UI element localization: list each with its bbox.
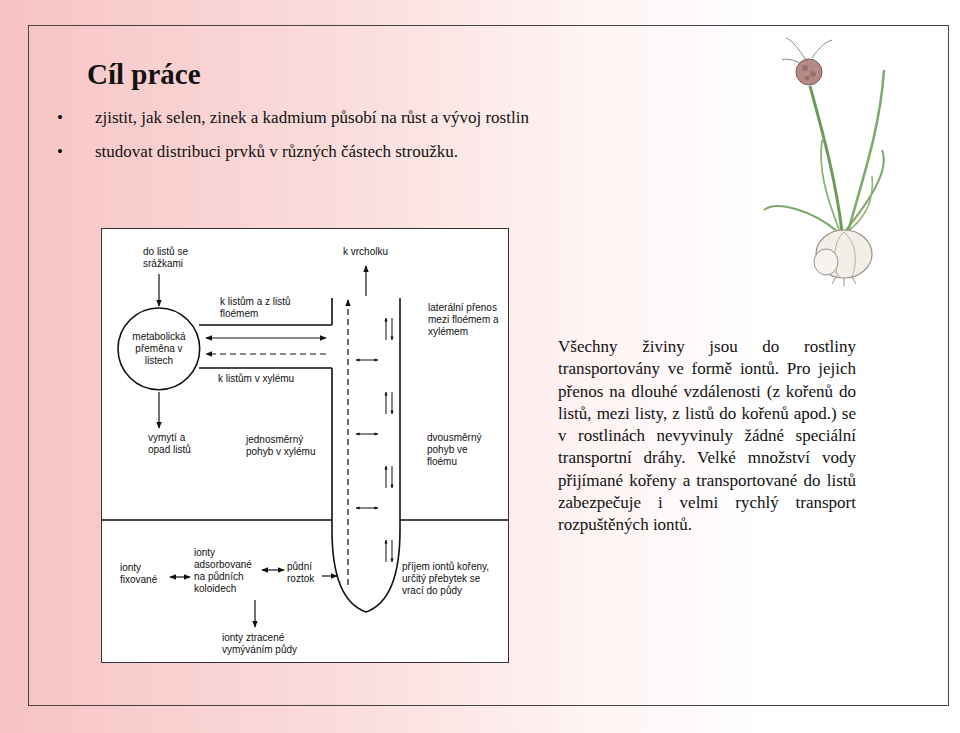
bullet: • [57,141,77,162]
flow-label: k listům v xylému [218,373,328,385]
flow-label: jednosměrný pohyb v xylému [246,434,316,458]
explanation-text: Všechny živiny jsou do rostliny transpor… [558,336,856,537]
bullet-text: studovat distribuci prvků v různých část… [95,141,715,162]
soil-label: ionty fixované [120,562,168,586]
flow-label: k listům a z listů floémem [220,296,320,320]
soil-label: příjem iontů kořeny, určitý přebytek se … [402,561,504,597]
leaf-circle: metabolická přeměna v listech [117,307,201,391]
flow-label: dvousměrný pohyb ve floému [427,432,493,468]
flow-label: do listů se srážkami [143,246,215,270]
flow-label: k vrcholku [343,246,415,258]
slide-title: Cíl práce [87,58,201,91]
bullet-text: zjistit, jak selen, zinek a kadmium půso… [95,107,715,128]
bullet: • [57,107,77,128]
soil-label: půdní roztok [287,561,321,585]
soil-label: ionty adsorbované na půdních koloidech [194,547,260,595]
flow-label: laterální přenos mezi floémem a xylémem [428,302,506,338]
garlic-illustration [764,38,884,286]
flow-label: vymytí a opad listů [148,432,194,456]
soil-label: ionty ztracené vymýváním půdy [222,632,312,656]
node-text: metabolická přeměna v listech [128,331,190,367]
